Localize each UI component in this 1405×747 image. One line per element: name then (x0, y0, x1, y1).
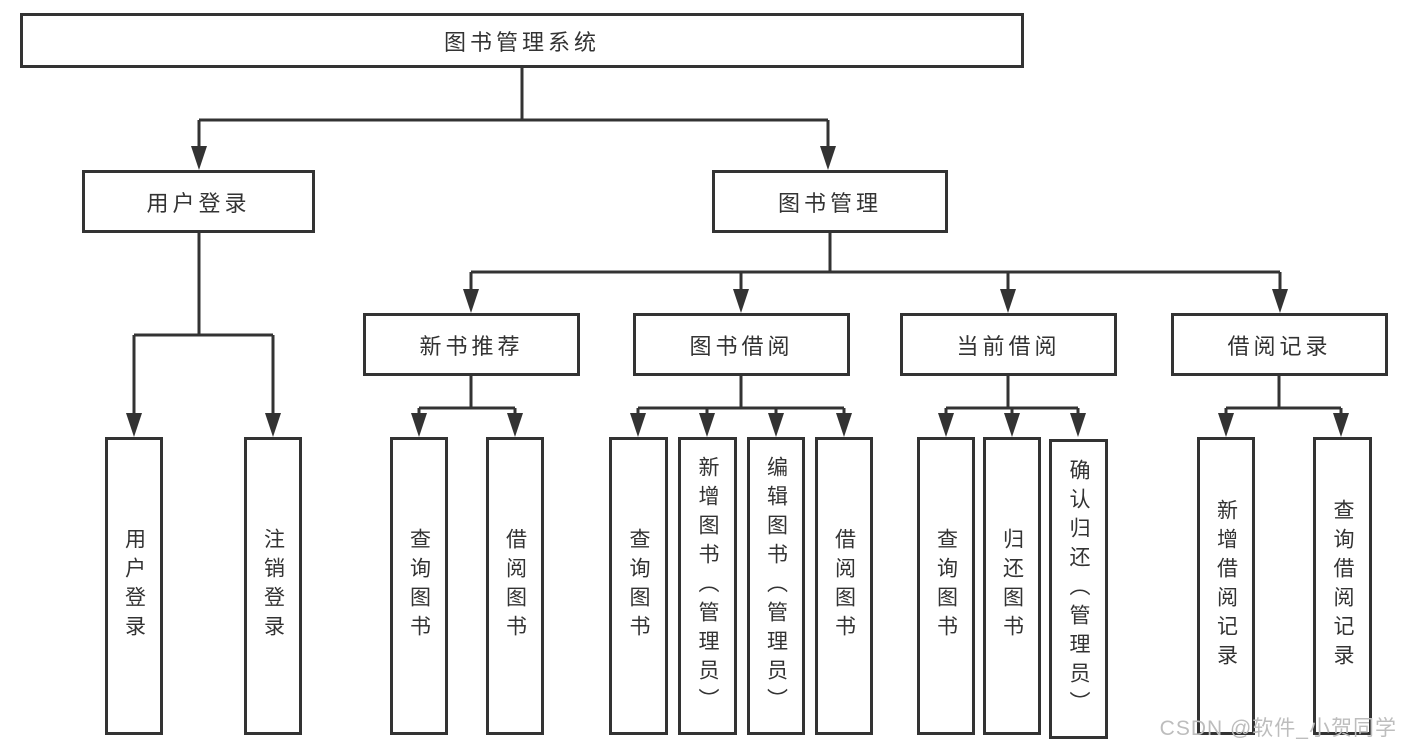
node-label: 新书推荐 (419, 333, 524, 359)
leaf-query-books-3: 查询图书 (917, 437, 975, 735)
leaf-return-book: 归还图书 (983, 437, 1041, 735)
leaf-query-borrow-record: 查询借阅记录 (1313, 437, 1372, 735)
node-label: 借阅图书 (503, 528, 527, 644)
node-label: 借阅记录 (1227, 333, 1332, 359)
leaf-user-login: 用户登录 (105, 437, 163, 735)
leaf-borrow-books-1: 借阅图书 (486, 437, 544, 735)
node-book-management: 图书管理 (712, 170, 948, 233)
node-label: 查询借阅记录 (1331, 499, 1354, 673)
node-label: 确认归还（管理员） (1067, 458, 1090, 720)
node-label: 注销登录 (261, 528, 285, 644)
node-new-book-recommend: 新书推荐 (363, 313, 580, 376)
node-label: 查询图书 (627, 528, 650, 644)
leaf-borrow-books-2: 借阅图书 (815, 437, 873, 735)
node-label: 图书管理 (777, 190, 882, 216)
node-user-login: 用户登录 (82, 170, 315, 233)
node-label: 新增图书（管理员） (696, 455, 719, 717)
leaf-confirm-return-admin: 确认归还（管理员） (1049, 439, 1108, 739)
node-label: 借阅图书 (832, 528, 856, 644)
leaf-add-book-admin: 新增图书（管理员） (678, 437, 737, 735)
node-current-borrow: 当前借阅 (900, 313, 1117, 376)
node-borrow-records: 借阅记录 (1171, 313, 1388, 376)
arrowhead-icons (126, 146, 1349, 437)
node-label: 查询图书 (934, 528, 958, 644)
node-label: 当前借阅 (956, 333, 1061, 359)
node-label: 归还图书 (1000, 528, 1024, 644)
node-library-management-system: 图书管理系统 (20, 13, 1024, 68)
node-label: 图书管理系统 (443, 29, 600, 55)
leaf-add-borrow-record: 新增借阅记录 (1197, 437, 1255, 735)
node-label: 查询图书 (407, 528, 431, 644)
leaf-query-books-1: 查询图书 (390, 437, 448, 735)
leaf-logout: 注销登录 (244, 437, 302, 735)
node-label: 用户登录 (146, 190, 251, 216)
node-label: 编辑图书（管理员） (764, 455, 788, 717)
node-book-borrow: 图书借阅 (633, 313, 850, 376)
node-label: 用户登录 (122, 528, 146, 644)
csdn-watermark: CSDN @软件_小贺同学 (1159, 717, 1397, 740)
leaf-query-books-2: 查询图书 (609, 437, 668, 735)
node-label: 图书借阅 (689, 333, 794, 359)
leaf-edit-book-admin: 编辑图书（管理员） (747, 437, 805, 735)
node-label: 新增借阅记录 (1214, 499, 1238, 673)
